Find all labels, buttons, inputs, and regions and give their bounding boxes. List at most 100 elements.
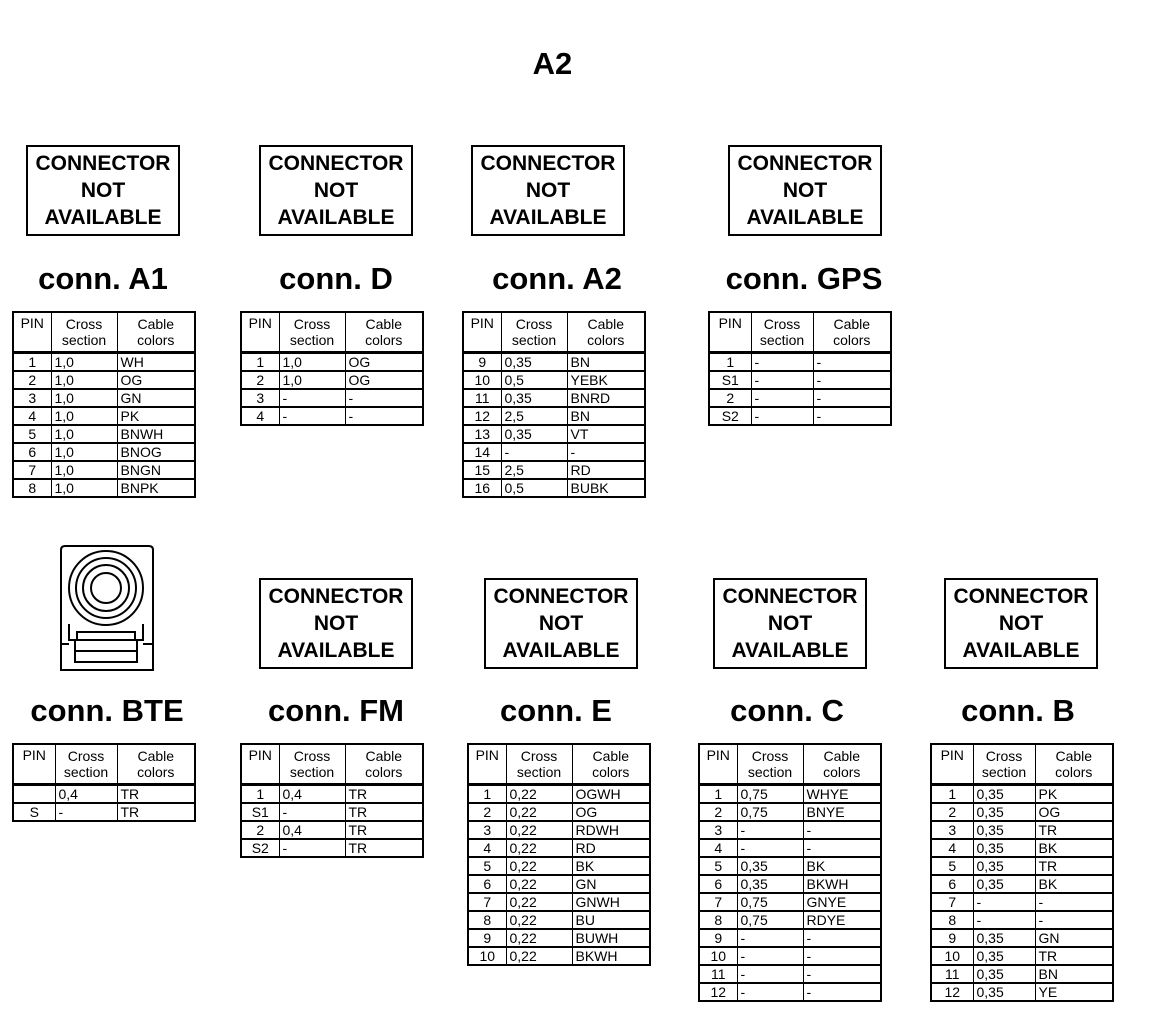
cable-color-cell: BNRD (566, 388, 645, 407)
cross-section-cell: 0,4 (54, 784, 117, 803)
cable-color-cell: WHYE (802, 784, 881, 803)
pin-cell: 8 (468, 910, 506, 929)
pin-cell: 7 (699, 892, 737, 911)
cross-section-cell: 1,0 (50, 388, 117, 407)
pin-cell: 11 (931, 964, 973, 983)
cross-section-cell: 0,22 (505, 946, 572, 965)
cross-section-header-line: Cross (65, 316, 103, 332)
cable-colors-header-line: colors (365, 332, 403, 348)
pin-cell: 1 (726, 354, 735, 370)
pin-cell: 8 (13, 478, 51, 497)
cross-section-cell: 0,35 (972, 982, 1035, 1001)
cross-section-cell: - (54, 802, 117, 821)
cross-section-header-line: Cross (293, 748, 331, 764)
na-line-3: AVAILABLE (277, 206, 395, 229)
cable-color-cell: BK (802, 856, 881, 875)
na-line-1: CONNECTOR (268, 152, 404, 175)
pin-cell: 1 (948, 786, 957, 802)
cable-color-cell: PK (1034, 784, 1113, 803)
connector-not-available-box-b: CONNECTOR NOT AVAILABLE (944, 578, 1098, 669)
pin-cell: 4 (13, 406, 51, 425)
cable-color-cell: - (802, 838, 881, 857)
cross-section-cell: 1,0 (50, 478, 117, 497)
cable-colors-header-line: colors (1055, 764, 1093, 780)
cross-section-cell: 0,75 (736, 784, 803, 803)
cable-color-cell: BKWH (802, 874, 881, 893)
cable-color-cell: - (802, 820, 881, 839)
connector-not-available-box-fm: CONNECTOR NOT AVAILABLE (259, 578, 413, 669)
cross-section-cell: 0,22 (505, 874, 572, 893)
pin-cell: 2 (13, 370, 51, 389)
cable-colors-header-line: colors (365, 764, 403, 780)
na-line-2: NOT (313, 612, 359, 635)
cross-section-cell: 2,5 (500, 406, 567, 425)
pin-cell: 4 (699, 838, 737, 857)
cable-color-cell: BN (566, 406, 645, 425)
pin-cell: 10 (468, 946, 506, 965)
pin-cell: 6 (699, 874, 737, 893)
cross-section-cell: 0,35 (736, 856, 803, 875)
cross-section-cell: 0,35 (736, 874, 803, 893)
cross-section-cell: 0,22 (505, 910, 572, 929)
pin-cell: 2 (468, 802, 506, 821)
cross-section-cell: - (736, 964, 803, 983)
connector-not-available-box-gps: CONNECTOR NOT AVAILABLE (728, 145, 882, 236)
cable-colors-header-line: colors (823, 764, 861, 780)
cable-colors-header-line: colors (137, 332, 175, 348)
cross-section-header-line: Cross (293, 316, 331, 332)
cable-color-cell: BN (1034, 964, 1113, 983)
pin-cell: 3 (699, 820, 737, 839)
cross-section-header-line: section (289, 764, 335, 780)
cable-color-cell: GN (1034, 928, 1113, 947)
cross-section-cell: 0,5 (500, 370, 567, 389)
cable-colors-header-line: Cable (137, 748, 175, 764)
cross-section-cell: - (500, 442, 567, 461)
cross-section-header-line: Cross (763, 316, 801, 332)
cable-color-cell: TR (344, 784, 423, 803)
na-line-2: NOT (313, 179, 359, 202)
cross-section-cell: - (278, 838, 345, 857)
pin-header: PIN (241, 312, 279, 354)
pin-header: PIN (13, 744, 55, 786)
table-row: 14-- (463, 442, 645, 461)
cross-section-cell: - (750, 352, 813, 371)
pin-cell: 2 (241, 370, 279, 389)
cross-section-cell: 0,75 (736, 892, 803, 911)
cross-section-cell: 0,35 (972, 784, 1035, 803)
cross-section-cell: 1,0 (50, 370, 117, 389)
table-row: 10-- (699, 946, 881, 965)
pin-cell: 14 (463, 442, 501, 461)
cable-color-cell: BK (1034, 838, 1113, 857)
pin-cell: 1 (256, 354, 265, 370)
pin-cell: 3 (931, 820, 973, 839)
cable-color-cell: BU (571, 910, 650, 929)
cross-section-cell: 0,35 (500, 352, 567, 371)
